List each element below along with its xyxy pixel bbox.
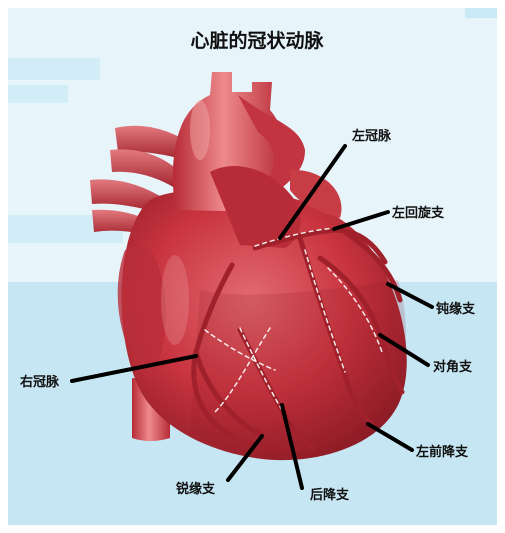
label-diagonal: 对角支: [433, 359, 473, 375]
label-left-coronary: 左冠脉: [352, 128, 392, 144]
label-acute-marginal: 锐缘支: [176, 481, 216, 497]
label-posterior-descending: 后降支: [310, 487, 350, 503]
label-left-circumflex: 左回旋支: [392, 205, 445, 221]
label-obtuse-marginal: 钝缘支: [436, 301, 476, 317]
label-right-coronary: 右冠脉: [19, 374, 60, 390]
diagram-title: 心脏的冠状动脉: [190, 29, 324, 52]
label-left-anterior-descending: 左前降支: [416, 444, 469, 460]
